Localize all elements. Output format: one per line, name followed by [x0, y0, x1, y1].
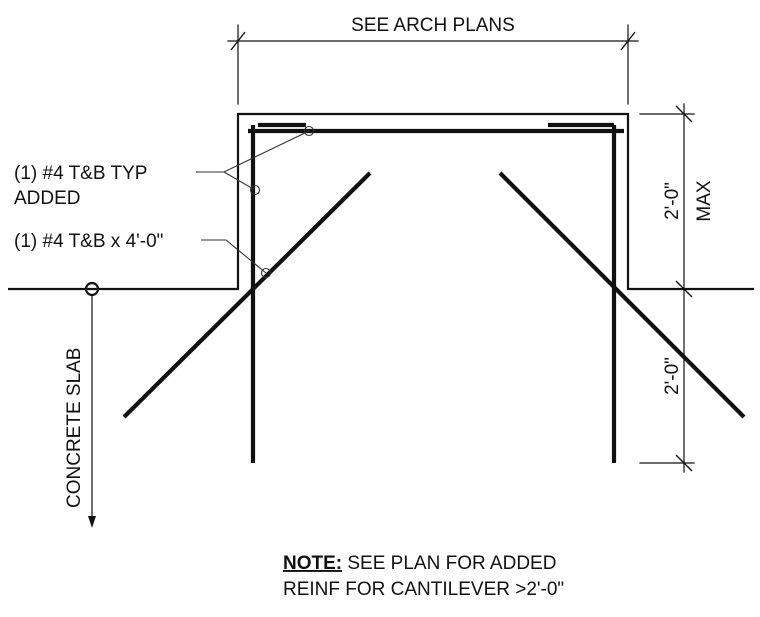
diagonal-bar-callout: (1) #4 T&B x 4'-0"	[14, 231, 272, 279]
slab-arrowhead	[88, 516, 96, 528]
top-bars-callout: (1) #4 T&B TYP ADDED	[14, 125, 315, 209]
top-bars-callout-line1: (1) #4 T&B TYP	[14, 163, 147, 184]
note-line2: REINF FOR CANTILEVER >2'-0"	[283, 579, 564, 600]
lower-dimension-label: 2'-0"	[662, 357, 683, 395]
diagonal-bar-callout-text: (1) #4 T&B x 4'-0"	[14, 231, 163, 252]
concrete-slab-callout: CONCRETE SLAB	[64, 281, 100, 528]
see-arch-plans-label: SEE ARCH PLANS	[351, 15, 515, 36]
upper-dimension-label: 2'-0"	[662, 182, 683, 220]
top-dimension: SEE ARCH PLANS	[227, 15, 639, 105]
leader-marker-vertical	[249, 184, 261, 196]
max-label: MAX	[694, 180, 715, 222]
right-diagonal-bar	[498, 171, 746, 419]
note-line1-text: SEE PLAN FOR ADDED	[342, 553, 556, 574]
note-heading: NOTE:	[283, 553, 342, 574]
right-dimension: 2'-0" MAX 2'-0"	[639, 103, 715, 473]
concrete-outline	[8, 112, 754, 291]
leader-marker-top	[303, 125, 315, 137]
top-bars-callout-line2: ADDED	[14, 188, 81, 209]
concrete-slab-label: CONCRETE SLAB	[64, 348, 85, 508]
left-diagonal-bar	[122, 171, 372, 419]
note-line1: NOTE: SEE PLAN FOR ADDED	[283, 553, 556, 574]
leader-marker-diagonal	[260, 267, 272, 279]
note-block: NOTE: SEE PLAN FOR ADDED REINF FOR CANTI…	[283, 553, 564, 600]
